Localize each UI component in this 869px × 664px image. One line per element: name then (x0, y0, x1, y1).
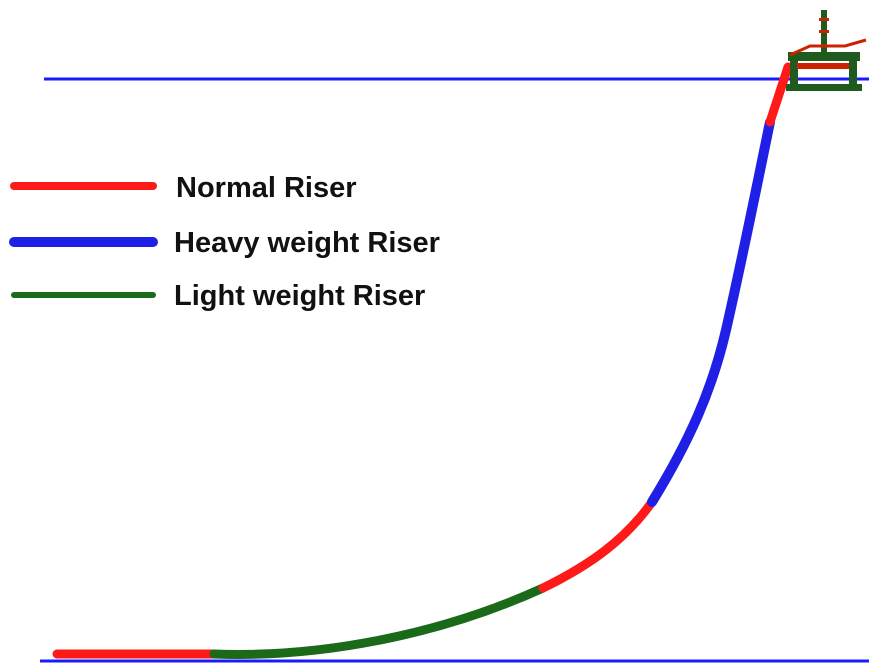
legend-label-normal-riser: Normal Riser (176, 172, 357, 204)
floating-platform-icon (786, 10, 867, 91)
legend: Normal Riser Heavy weight Riser Light we… (9, 172, 440, 312)
legend-item-normal-riser: Normal Riser (10, 172, 357, 204)
riser-segment-normal-top (765, 62, 793, 127)
riser-segment-heavy (647, 117, 775, 507)
legend-item-light-weight-riser: Light weight Riser (11, 280, 425, 312)
legend-label-heavy-weight-riser: Heavy weight Riser (174, 227, 440, 259)
legend-label-light-weight-riser: Light weight Riser (174, 280, 425, 312)
legend-item-heavy-weight-riser: Heavy weight Riser (9, 227, 440, 259)
riser-segment-normal-middle (538, 497, 657, 593)
riser-profile (52, 62, 793, 659)
riser-segment-light (209, 583, 548, 659)
